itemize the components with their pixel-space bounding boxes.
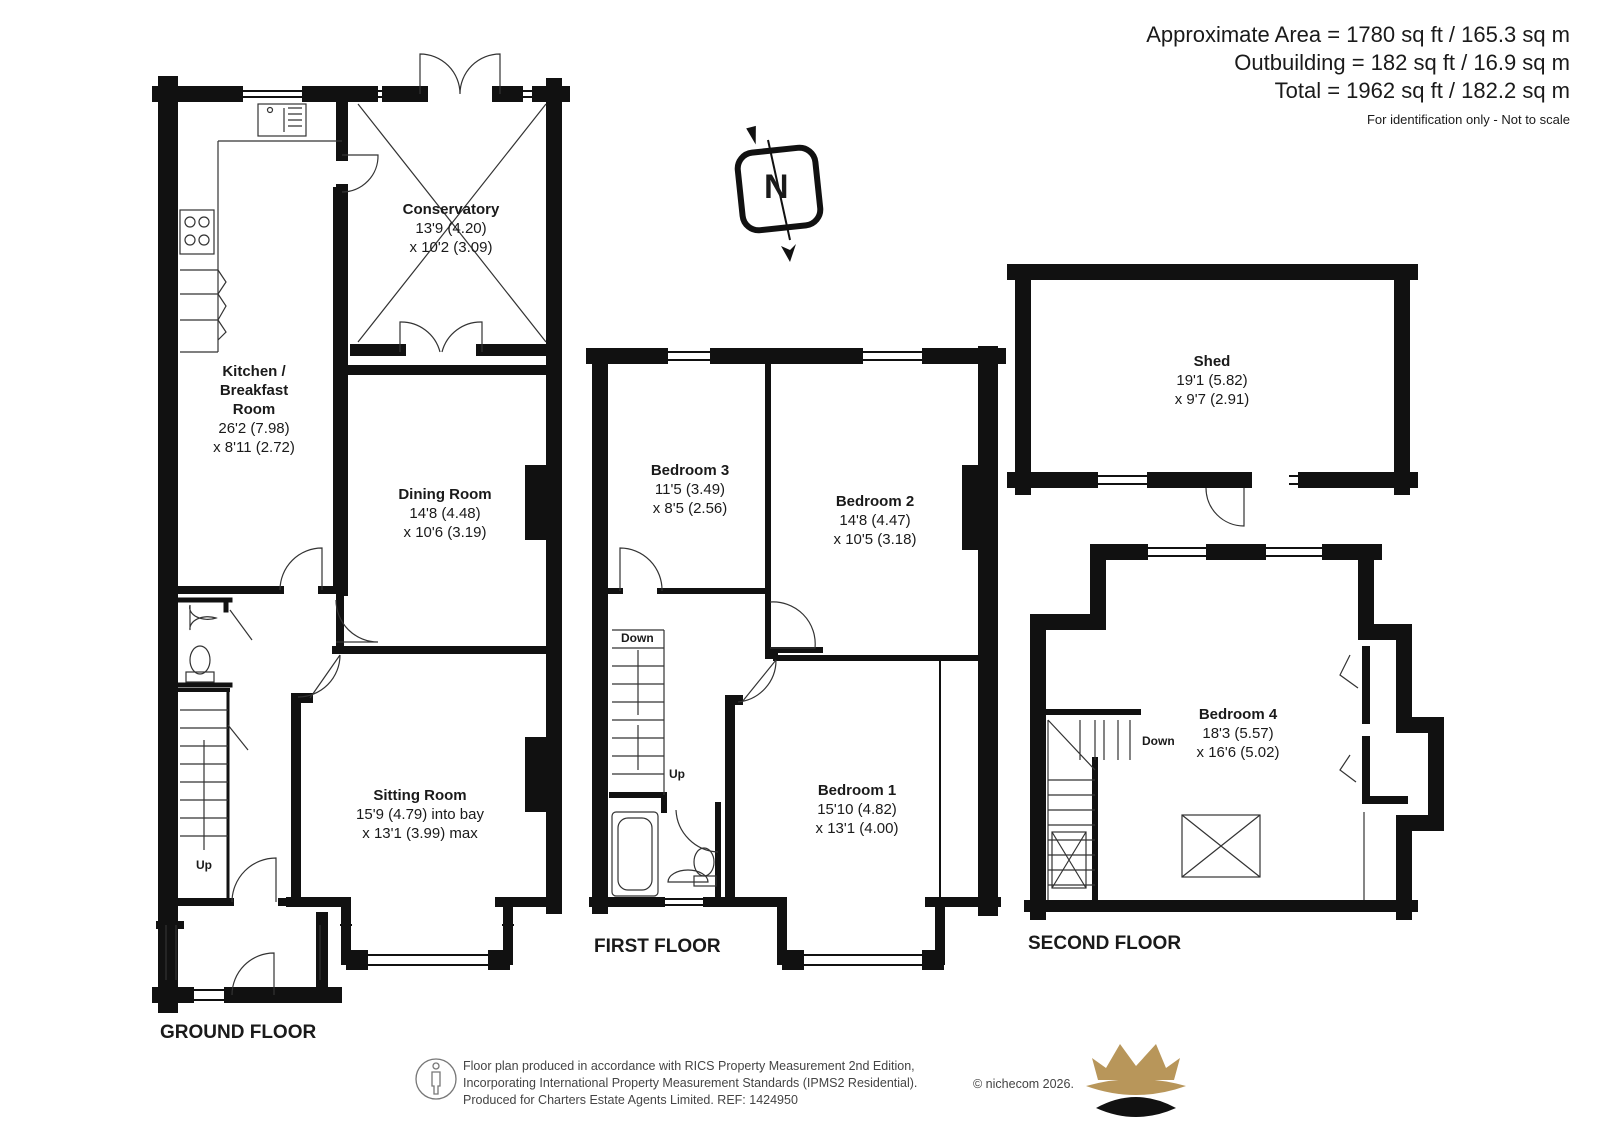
- footer-line: Incorporating International Property Mea…: [463, 1076, 918, 1090]
- footer-line: Floor plan produced in accordance with R…: [463, 1059, 915, 1073]
- room-dimension: x 9'7 (2.91): [1174, 391, 1250, 408]
- footer-line: Produced for Charters Estate Agents Limi…: [463, 1093, 798, 1107]
- room-dimension: x 13'1 (3.99) max: [362, 825, 478, 842]
- room-dimension: x 8'5 (2.56): [652, 500, 728, 517]
- room-bedroom-1: Bedroom 1 15'10 (4.82) x 13'1 (4.00): [757, 781, 957, 838]
- room-dimension: x 10'6 (3.19): [403, 524, 487, 541]
- person-icon: [415, 1058, 457, 1100]
- room-name: Room: [232, 401, 276, 418]
- room-name: Bedroom 4: [1198, 706, 1278, 723]
- room-dimension: 13'9 (4.20): [415, 220, 487, 237]
- copyright-text: © nichecom 2026.: [973, 1077, 1074, 1091]
- stair-up-label: Up: [669, 767, 685, 781]
- room-dimension: x 10'2 (3.09): [409, 239, 493, 256]
- room-name: Sitting Room: [373, 787, 467, 804]
- room-dimension: 14'8 (4.47): [839, 512, 911, 529]
- room-dimension: 18'3 (5.57): [1202, 725, 1274, 742]
- room-name: Conservatory: [402, 201, 500, 218]
- stair-down-label: Down: [1142, 734, 1175, 748]
- room-dimension: 14'8 (4.48): [409, 505, 481, 522]
- room-name: Breakfast: [219, 382, 289, 399]
- total-area-text: Total = 1962 sq ft / 182.2 sq m: [1274, 78, 1570, 103]
- room-dining: Dining Room 14'8 (4.48) x 10'6 (3.19): [345, 485, 545, 542]
- room-name: Shed: [1193, 353, 1231, 370]
- room-bedroom-4: Bedroom 4 18'3 (5.57) x 16'6 (5.02): [1138, 705, 1338, 762]
- room-name: Bedroom 1: [817, 782, 897, 799]
- room-name: Dining Room: [398, 486, 492, 503]
- approximate-area-text: Approximate Area = 1780 sq ft / 165.3 sq…: [1146, 22, 1570, 47]
- room-bedroom-3: Bedroom 3 11'5 (3.49) x 8'5 (2.56): [590, 461, 790, 518]
- room-name: Kitchen /: [222, 363, 286, 380]
- stair-up-label: Up: [196, 858, 212, 872]
- first-floor-label: FIRST FLOOR: [594, 936, 721, 957]
- room-dimension: 11'5 (3.49): [654, 481, 726, 498]
- room-conservatory: Conservatory 13'9 (4.20) x 10'2 (3.09): [351, 200, 551, 257]
- room-dimension: x 8'11 (2.72): [213, 439, 295, 456]
- room-dimension: x 10'5 (3.18): [833, 531, 917, 548]
- outbuilding-area-text: Outbuilding = 182 sq ft / 16.9 sq m: [1234, 50, 1570, 75]
- room-name: Bedroom 2: [835, 493, 915, 510]
- identification-note: For identification only - Not to scale: [1366, 112, 1570, 127]
- footer-text: Floor plan produced in accordance with R…: [463, 1058, 917, 1109]
- room-dimension: 26'2 (7.98): [218, 420, 290, 437]
- room-kitchen: Kitchen / Breakfast Room 26'2 (7.98) x 8…: [154, 362, 354, 457]
- room-dimension: x 13'1 (4.00): [815, 820, 899, 837]
- room-dimension: 19'1 (5.82): [1176, 372, 1248, 389]
- room-shed: Shed 19'1 (5.82) x 9'7 (2.91): [1112, 352, 1312, 409]
- crown-logo-icon: [1086, 1044, 1186, 1117]
- ground-floor-label: GROUND FLOOR: [160, 1022, 317, 1043]
- room-dimension: 15'10 (4.82): [817, 801, 897, 818]
- room-sitting: Sitting Room 15'9 (4.79) into bay x 13'1…: [320, 786, 520, 843]
- second-floor-label: SECOND FLOOR: [1028, 933, 1182, 954]
- compass-label: N: [764, 168, 789, 206]
- room-bedroom-2: Bedroom 2 14'8 (4.47) x 10'5 (3.18): [775, 492, 975, 549]
- stair-down-label: Down: [621, 631, 654, 645]
- room-dimension: x 16'6 (5.02): [1196, 744, 1280, 761]
- room-name: Bedroom 3: [650, 462, 730, 479]
- compass-icon: [734, 125, 824, 262]
- room-dimension: 15'9 (4.79) into bay: [356, 806, 484, 823]
